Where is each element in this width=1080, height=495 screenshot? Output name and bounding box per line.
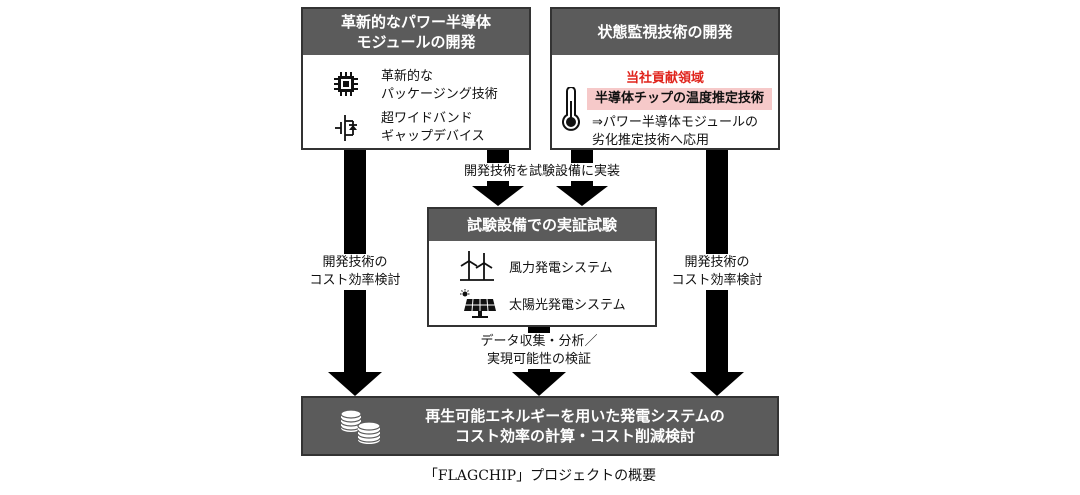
solar-power-label: 太陽光発電システム	[509, 298, 626, 313]
bottom-box: 再生可能エネルギーを用いた発電システムの コスト効率の計算・コスト削減検討	[301, 396, 779, 456]
wind-turbine-icon	[459, 249, 495, 285]
application-note: ⇒パワー半導体モジュールの 劣化推定技術へ応用	[592, 115, 758, 148]
diagram-caption: 「FLAGCHIP」プロジェクトの概要	[423, 468, 657, 484]
center-box: 試験設備での実証試験 風力発電システム	[427, 207, 657, 327]
data-collection-label: データ収集・分析／ 実現可能性の検証	[454, 333, 624, 369]
left-box-header: 革新的なパワー半導体 モジュールの開発	[303, 9, 529, 55]
wind-power-label: 風力発電システム	[509, 261, 613, 276]
right-cost-label: 開発技術の コスト効率検討	[667, 254, 767, 290]
bottom-box-text: 再生可能エネルギーを用いた発電システムの コスト効率の計算・コスト削減検討	[425, 407, 725, 445]
transistor-icon	[333, 113, 363, 147]
center-box-header: 試験設備での実証試験	[429, 209, 655, 241]
temperature-estimation-highlight: 半導体チップの温度推定技術	[587, 88, 772, 110]
coins-icon	[337, 406, 387, 450]
right-box: 状態監視技術の開発 当社貢献領域 半導体チップの温度推定技術 ⇒パワー半導体モジ…	[550, 7, 780, 150]
left-cost-label: 開発技術の コスト効率検討	[305, 254, 405, 290]
packaging-label: 革新的な パッケージング技術	[381, 69, 498, 102]
implement-label: 開発技術を試験設備に実装	[452, 163, 632, 181]
right-box-header: 状態監視技術の開発	[552, 9, 778, 55]
contribution-label: 当社貢献領域	[625, 71, 704, 86]
chip-icon	[333, 71, 359, 101]
wide-bandgap-label: 超ワイドバンド ギャップデバイス	[381, 111, 485, 144]
left-box: 革新的なパワー半導体 モジュールの開発 革新的な パッケージング技術 超ワ	[301, 7, 531, 150]
thermometer-icon	[560, 86, 582, 137]
solar-panel-icon	[459, 289, 497, 323]
